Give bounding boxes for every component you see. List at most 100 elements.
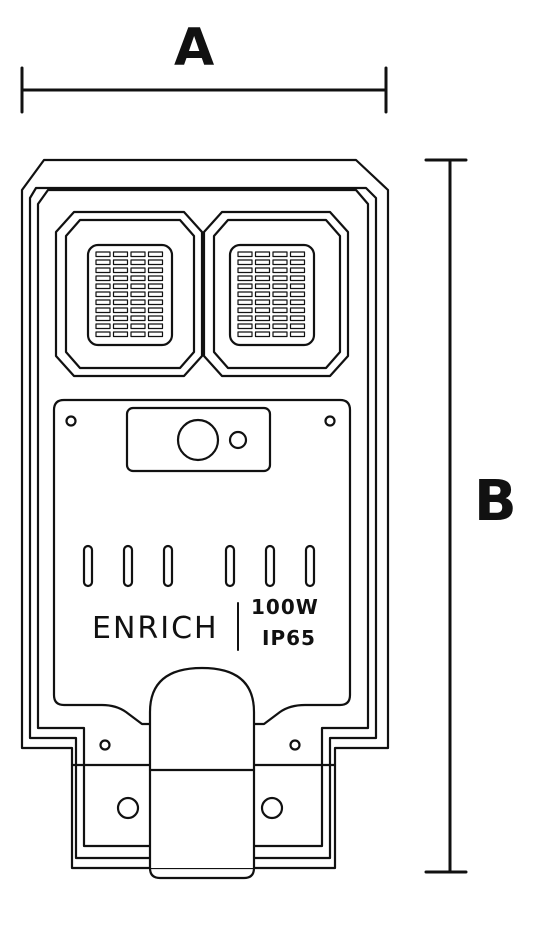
vent-slot [264, 544, 276, 588]
vent-slot [224, 544, 236, 588]
solar-cell [147, 299, 164, 306]
solar-cell [237, 323, 253, 330]
mount-hole [260, 796, 284, 820]
solar-cell [254, 251, 271, 258]
sensor-lens [176, 418, 220, 462]
solar-cell [289, 267, 306, 274]
solar-cell [95, 299, 111, 306]
solar-cells [95, 251, 306, 338]
solar-cell [130, 307, 146, 314]
solar-cell [254, 323, 271, 330]
screw-hole [324, 415, 336, 427]
solar-cell [112, 259, 129, 266]
solar-cell [112, 251, 129, 258]
dimension-a-label: A [174, 18, 215, 78]
motion-sensor [125, 406, 272, 473]
solar-cell [95, 275, 111, 282]
vent-slot [304, 544, 316, 588]
vent-slot [162, 544, 174, 588]
solar-cell [147, 259, 164, 266]
solar-cell [147, 251, 164, 258]
solar-cell [289, 307, 306, 314]
solar-cell [130, 283, 146, 290]
solar-cell [289, 291, 306, 298]
light-sensor [228, 430, 248, 450]
solar-cell [272, 331, 288, 338]
dimension-b-label: B [474, 469, 517, 534]
solar-cell [130, 315, 146, 322]
solar-cell [147, 307, 164, 314]
solar-cell [95, 267, 111, 274]
solar-cell [237, 307, 253, 314]
solar-cell [289, 283, 306, 290]
solar-cell [272, 299, 288, 306]
solar-cell [237, 267, 253, 274]
screw-hole [289, 739, 301, 751]
solar-panel-left [54, 210, 204, 378]
dimension-b-line [424, 158, 468, 874]
solar-cell [254, 275, 271, 282]
solar-cell [237, 283, 253, 290]
solar-cell [237, 331, 253, 338]
vent-slots [82, 544, 316, 588]
screw-hole [99, 739, 111, 751]
pole-clamp [148, 666, 256, 880]
solar-cell [95, 331, 111, 338]
solar-cell [147, 283, 164, 290]
solar-cell [112, 331, 129, 338]
solar-cell [272, 275, 288, 282]
solar-cell [112, 315, 129, 322]
solar-cell [147, 267, 164, 274]
solar-cell [254, 267, 271, 274]
mount-hole [116, 796, 140, 820]
solar-cell [130, 291, 146, 298]
solar-cell [112, 267, 129, 274]
solar-cell [130, 267, 146, 274]
solar-cell [272, 307, 288, 314]
solar-cell [95, 307, 111, 314]
solar-cell [272, 315, 288, 322]
solar-cell [112, 275, 129, 282]
solar-cell [289, 259, 306, 266]
solar-cell [95, 323, 111, 330]
solar-cell [147, 315, 164, 322]
dimension-a-line [20, 66, 388, 114]
brand-name: ENRICH [92, 611, 219, 646]
solar-cell [254, 283, 271, 290]
solar-cell [254, 259, 271, 266]
solar-cell [112, 323, 129, 330]
solar-cell [237, 275, 253, 282]
solar-cell [95, 259, 111, 266]
solar-cell [130, 331, 146, 338]
solar-cell [272, 259, 288, 266]
vent-slot [82, 544, 94, 588]
lamp-front-panel [52, 398, 352, 726]
solar-cell [237, 251, 253, 258]
solar-cell [289, 251, 306, 258]
solar-cell [254, 307, 271, 314]
solar-cell [289, 315, 306, 322]
solar-cell [237, 259, 253, 266]
solar-cell [254, 331, 271, 338]
solar-cell [130, 275, 146, 282]
solar-cell [237, 299, 253, 306]
solar-cell [95, 315, 111, 322]
solar-cell [147, 331, 164, 338]
solar-cell [272, 283, 288, 290]
solar-cell [112, 291, 129, 298]
solar-cell [237, 315, 253, 322]
ip-rating: IP65 [262, 626, 316, 650]
solar-cell [254, 315, 271, 322]
solar-cell [272, 267, 288, 274]
solar-cell [112, 307, 129, 314]
solar-cell [272, 291, 288, 298]
solar-cell [289, 323, 306, 330]
solar-cell [130, 299, 146, 306]
vent-slot [122, 544, 134, 588]
solar-cell [254, 291, 271, 298]
solar-cell [237, 291, 253, 298]
solar-cell [147, 323, 164, 330]
solar-panel-right [202, 210, 350, 378]
